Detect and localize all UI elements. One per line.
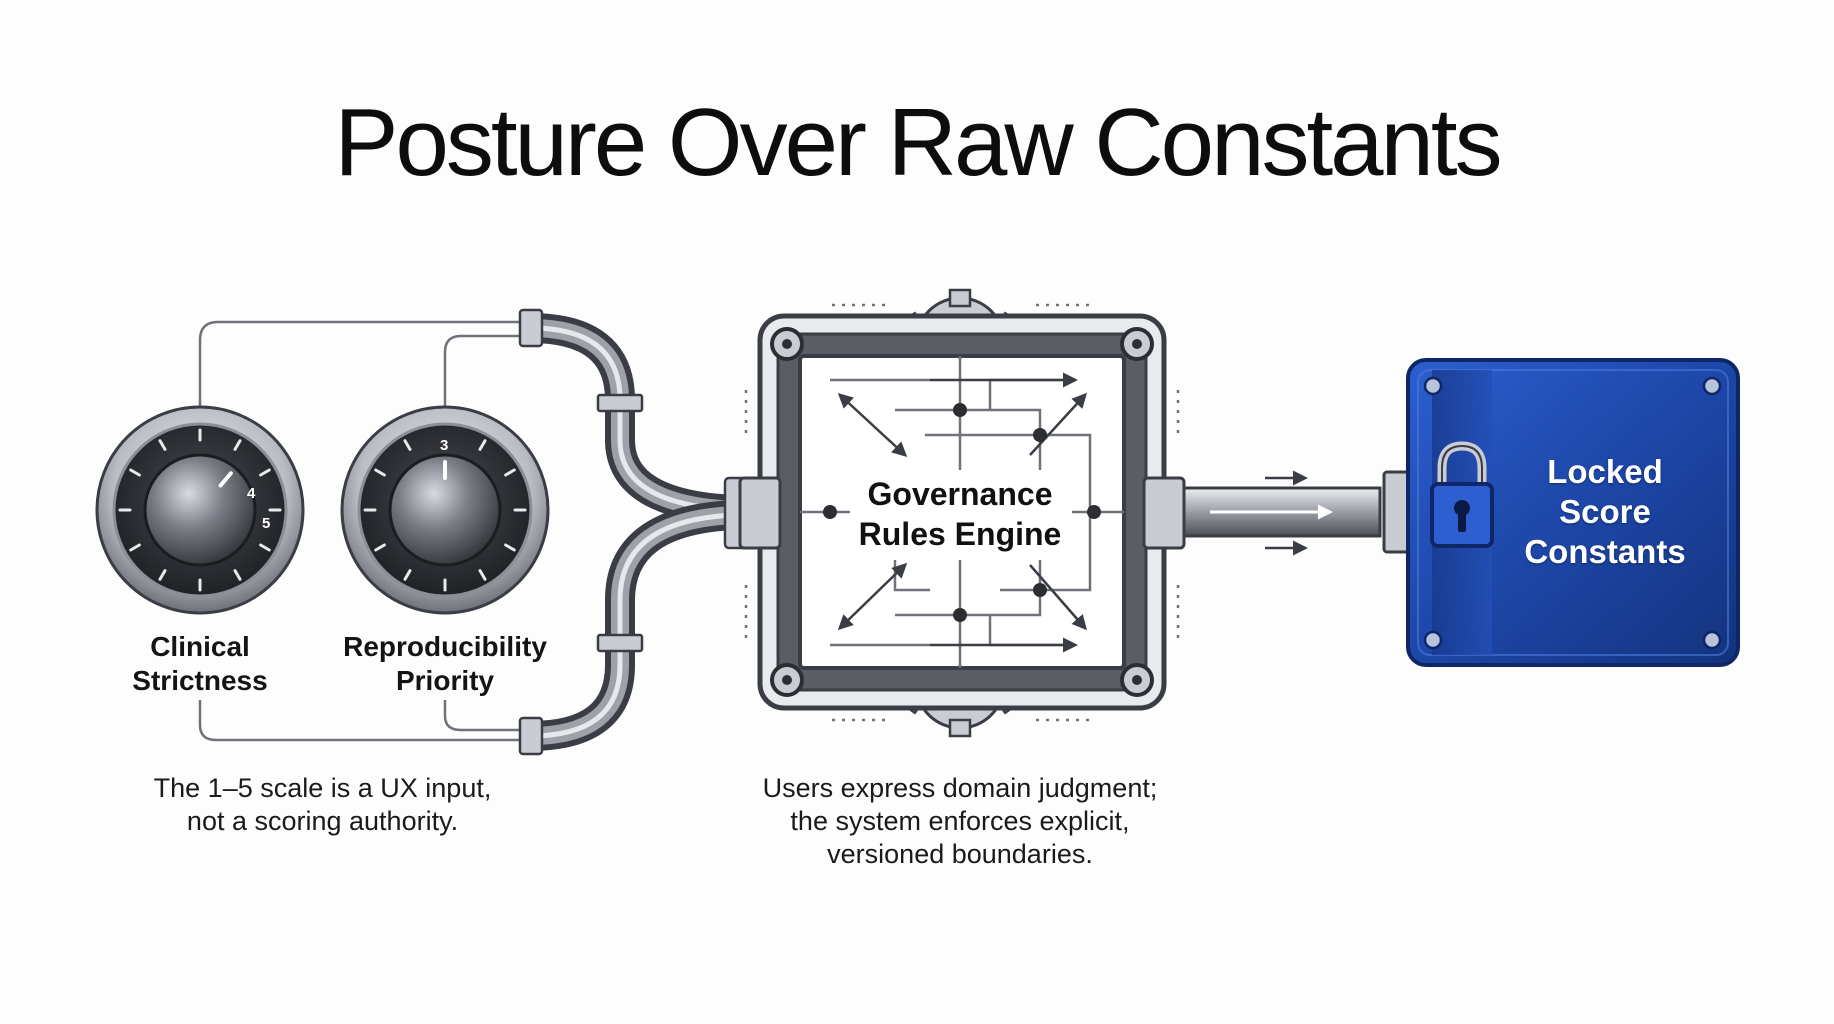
dial-clinical-strictness[interactable]: 4 5 [95, 405, 305, 615]
engine-caption: Users express domain judgment; the syste… [762, 773, 1158, 869]
lock-icon [1430, 441, 1494, 548]
dial-label-reproducibility-priority: Reproducibility Priority [343, 631, 547, 696]
engine-label: Governance Rules Engine [858, 476, 1062, 552]
governance-engine [738, 288, 1186, 738]
page-title: Posture Over Raw Constants [334, 89, 1502, 196]
dial-tick-label: 4 [247, 485, 256, 502]
dial-tick-label: 3 [440, 437, 448, 454]
dial-caption: The 1–5 scale is a UX input, not a scori… [153, 773, 492, 836]
locked-constants-box [1406, 358, 1740, 667]
dial-tick-label: 5 [262, 515, 270, 532]
dial-reproducibility-priority[interactable]: 3 [340, 405, 550, 615]
output-pipe [1182, 470, 1412, 556]
dial-label-clinical-strictness: Clinical Strictness [132, 631, 268, 696]
lockbox-label: Locked Score Constants [1524, 453, 1686, 570]
dial-connector-lines [198, 320, 525, 742]
